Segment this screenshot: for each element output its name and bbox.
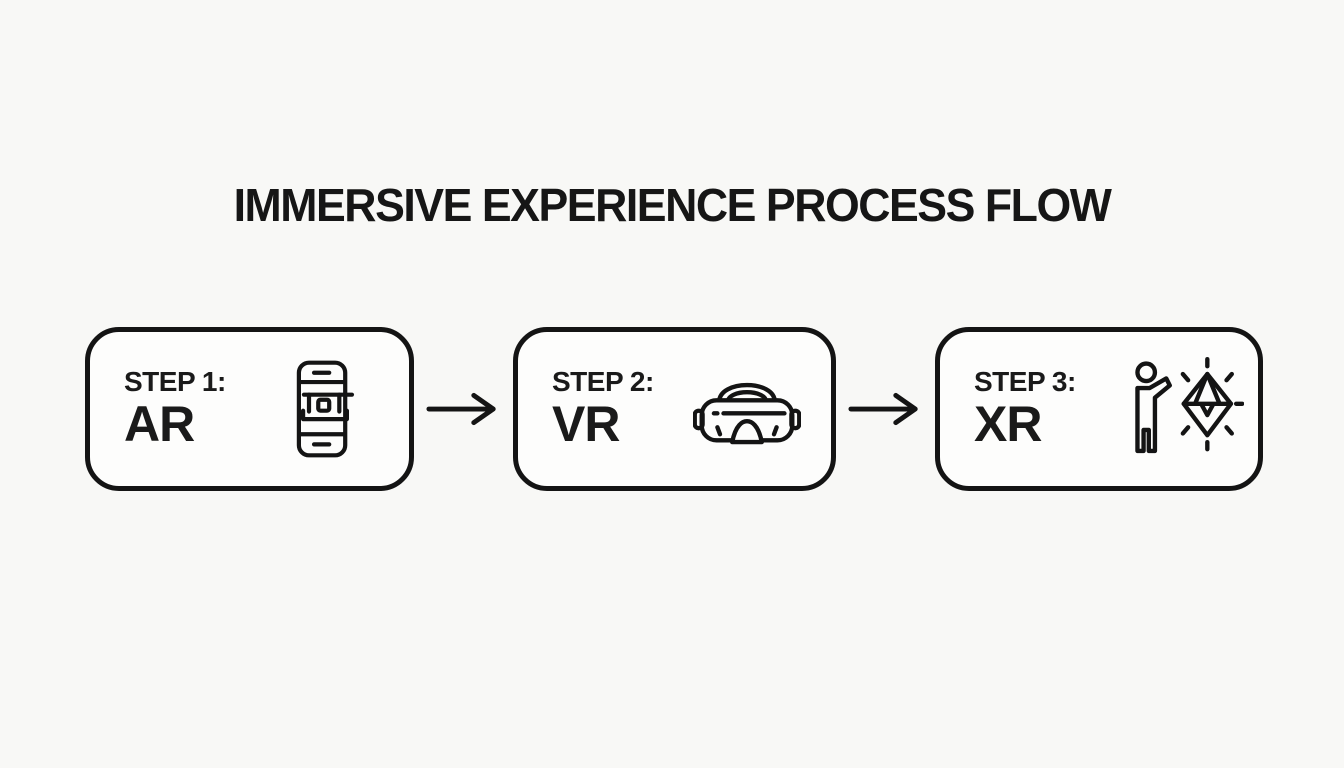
connector-1 bbox=[414, 389, 513, 429]
process-flow-row: STEP 1: AR bbox=[85, 327, 1263, 491]
arrow-right-icon bbox=[847, 392, 918, 426]
vr-headset-icon bbox=[693, 383, 801, 445]
step-label: STEP 1: bbox=[124, 366, 226, 398]
step-name: AR bbox=[124, 396, 195, 453]
step-name: XR bbox=[974, 396, 1042, 453]
step-box-vr: STEP 2: VR bbox=[513, 327, 836, 491]
step-box-ar: STEP 1: AR bbox=[85, 327, 414, 491]
step-box-xr: STEP 3: XR bbox=[935, 327, 1263, 491]
step-name: VR bbox=[552, 396, 620, 453]
step-text-vr: STEP 2: VR bbox=[552, 366, 654, 453]
diagram-title: IMMERSIVE EXPERIENCE PROCESS FLOW bbox=[233, 179, 1112, 231]
step-text-ar: STEP 1: AR bbox=[124, 366, 226, 453]
step-label: STEP 2: bbox=[552, 366, 654, 398]
step-label: STEP 3: bbox=[974, 366, 1076, 398]
step-text-xr: STEP 3: XR bbox=[974, 366, 1076, 453]
arrow-right-icon bbox=[425, 392, 496, 426]
connector-2 bbox=[836, 389, 935, 429]
person-hologram-icon bbox=[1135, 357, 1244, 454]
smartphone-ar-icon bbox=[296, 360, 355, 458]
